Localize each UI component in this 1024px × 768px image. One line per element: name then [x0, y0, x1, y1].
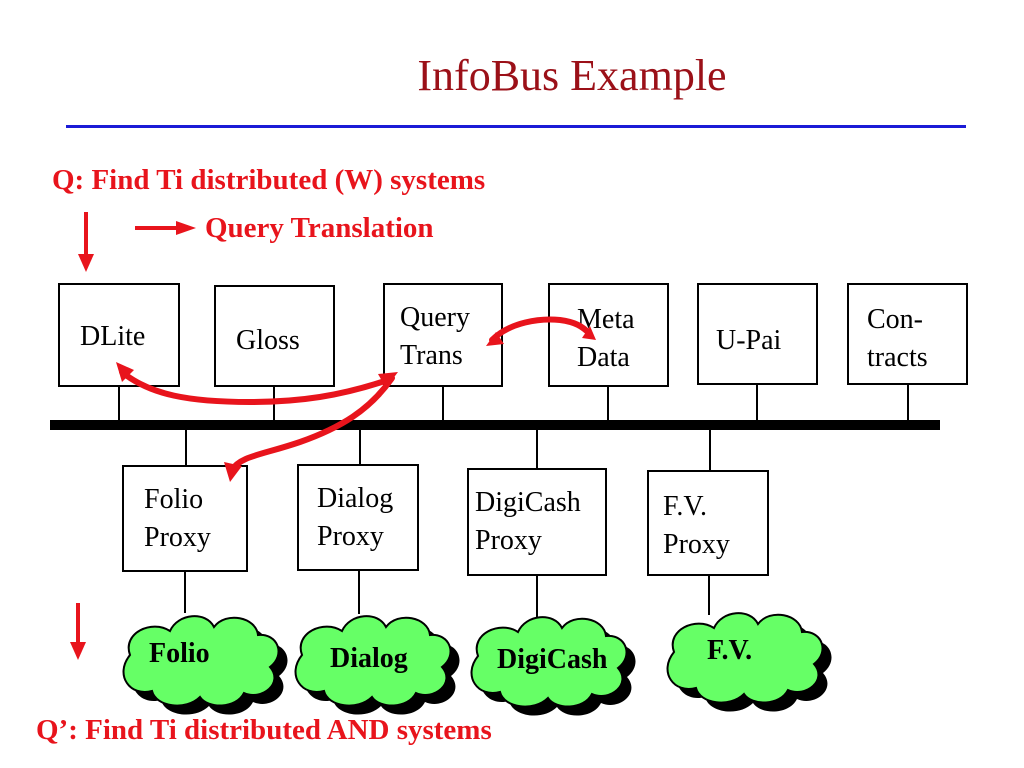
- digicash-source-label: DigiCash: [497, 644, 608, 675]
- dlite-box: DLite: [58, 283, 180, 387]
- slide-title: InfoBus Example: [417, 51, 727, 100]
- contracts-label-line1: Con-: [867, 304, 923, 335]
- connector-u-pai: [756, 385, 758, 421]
- fv-proxy-label-line1: F.V.: [663, 491, 707, 522]
- connector-folio-proxy: [185, 430, 187, 465]
- connector-digicash-proxy: [536, 430, 538, 468]
- dialog-proxy-box: Dialog Proxy: [297, 464, 419, 571]
- connector-dialog-proxy: [359, 430, 361, 464]
- query-down-arrow: [78, 212, 94, 272]
- folio-source-label: Folio: [149, 638, 210, 669]
- query-translation-label: Query Translation: [205, 212, 434, 244]
- dlite-query-trans-flow-arrow: [116, 362, 398, 406]
- dialog-proxy-label-line1: Dialog: [317, 483, 394, 514]
- connector-meta-data: [607, 385, 609, 421]
- u-pai-box: U-Pai: [697, 283, 818, 385]
- u-pai-label: U-Pai: [716, 325, 782, 356]
- translated-down-arrow: [70, 603, 86, 660]
- infobus-line: [50, 420, 940, 430]
- connector-dialog-source: [358, 570, 360, 614]
- query-trans-label-line1: Query: [400, 302, 470, 333]
- fv-proxy-box: F.V. Proxy: [647, 470, 769, 576]
- connector-query-trans: [442, 385, 444, 421]
- folio-proxy-label-line2: Proxy: [144, 522, 211, 553]
- connector-folio-source: [184, 571, 186, 613]
- gloss-label: Gloss: [236, 325, 300, 356]
- gloss-box: Gloss: [214, 285, 335, 387]
- connector-digicash-source: [536, 575, 538, 617]
- folio-proxy-box: Folio Proxy: [122, 465, 248, 572]
- query-trans-label-line2: Trans: [400, 340, 463, 371]
- contracts-box: Con- tracts: [847, 283, 968, 385]
- meta-data-box: Meta Data: [548, 283, 669, 387]
- original-query-text: Q: Find Ti distributed (W) systems: [52, 164, 486, 196]
- digicash-proxy-box: DigiCash Proxy: [467, 468, 607, 576]
- connector-fv-source: [708, 575, 710, 615]
- contracts-label-line2: tracts: [867, 342, 928, 373]
- query-trans-folio-flow-arrow: [224, 375, 395, 482]
- connector-dlite: [118, 385, 120, 421]
- meta-data-label-line2: Data: [577, 342, 630, 373]
- digicash-proxy-label-line2: Proxy: [475, 525, 542, 556]
- query-trans-box: Query Trans: [383, 283, 503, 387]
- fv-proxy-label-line2: Proxy: [663, 529, 730, 560]
- digicash-proxy-label-line1: DigiCash: [475, 487, 581, 518]
- translated-query-text: Q’: Find Ti distributed AND systems: [36, 714, 492, 746]
- dialog-proxy-label-line2: Proxy: [317, 521, 384, 552]
- dialog-source-label: Dialog: [330, 643, 408, 674]
- connector-fv-proxy: [709, 430, 711, 470]
- title-underline: [66, 125, 966, 128]
- connector-contracts: [907, 385, 909, 421]
- fv-source-label: F.V.: [707, 635, 753, 666]
- query-translation-arrow-icon: [135, 221, 196, 235]
- folio-proxy-label-line1: Folio: [144, 484, 204, 515]
- query-trans-meta-data-flow-arrow: [486, 316, 596, 346]
- dlite-label: DLite: [80, 321, 146, 352]
